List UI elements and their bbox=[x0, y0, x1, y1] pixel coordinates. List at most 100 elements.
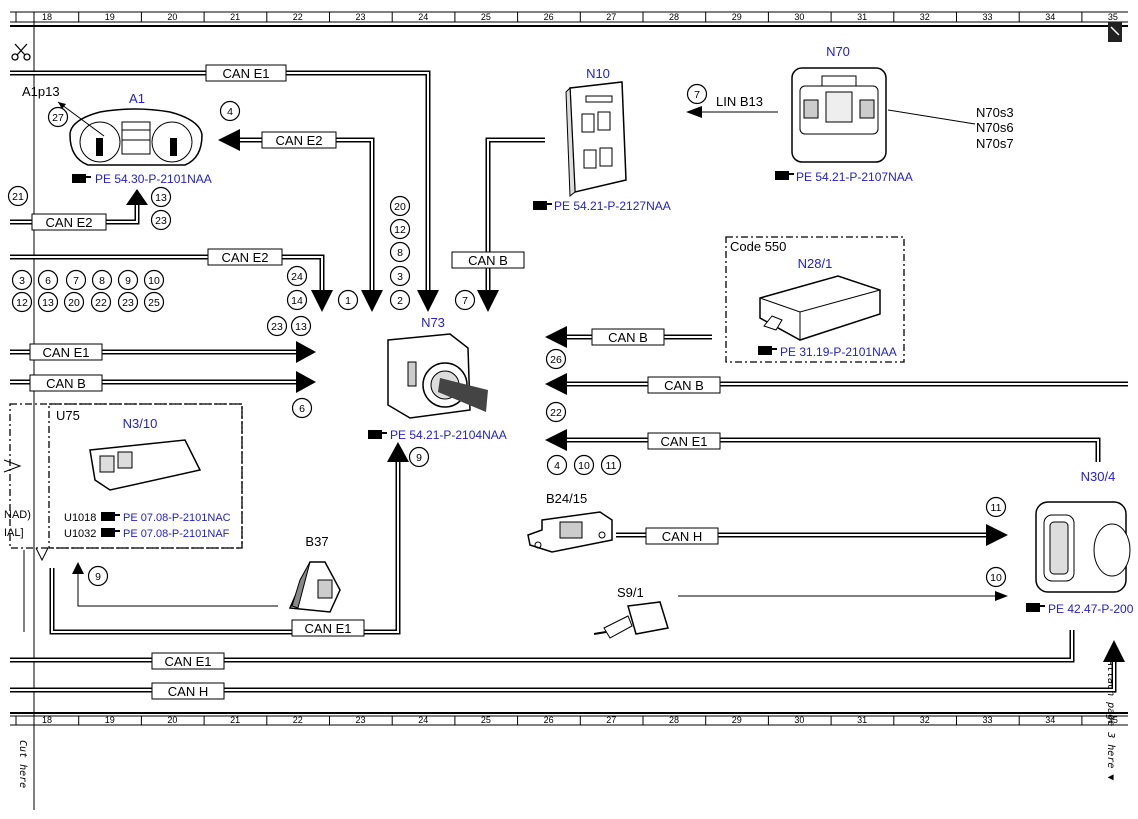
callout-circle bbox=[291, 397, 313, 419]
bus-label-can-b-n10: CAN B bbox=[468, 253, 508, 268]
ruler-column-label: 21 bbox=[230, 12, 240, 22]
ruler-column-label: 35 bbox=[1108, 715, 1118, 725]
ref-hand-icon bbox=[368, 430, 387, 439]
n30-4-ref: PE 42.47-P-200 bbox=[1048, 602, 1134, 616]
ruler-column-label: 26 bbox=[544, 715, 554, 725]
callout-circle bbox=[117, 291, 139, 313]
a1-ref: PE 54.30-P-2101NAA bbox=[95, 172, 212, 186]
callout-circle bbox=[389, 265, 411, 287]
callout-number: 23 bbox=[122, 297, 134, 309]
callout-circle bbox=[545, 348, 567, 370]
bus-label-can-h-b24: CAN H bbox=[662, 529, 702, 544]
cut-here-label: Cut here bbox=[17, 740, 28, 788]
callout-number: 6 bbox=[299, 403, 305, 415]
ref-hand-icon bbox=[758, 346, 777, 355]
bus-label-can-b-n28: CAN B bbox=[608, 330, 648, 345]
ruler-column-label: 20 bbox=[167, 715, 177, 725]
callout-number: 4 bbox=[554, 460, 560, 472]
bus-label-can-e2-c: CAN E2 bbox=[222, 250, 269, 265]
ruler-column-label: 33 bbox=[982, 12, 992, 22]
ruler-column-label: 23 bbox=[355, 12, 365, 22]
callout-circle bbox=[389, 289, 411, 311]
callout-circle bbox=[266, 315, 288, 337]
s9-1-switch bbox=[593, 601, 669, 639]
callout-number: 22 bbox=[550, 407, 562, 419]
ref-hand-icon bbox=[101, 512, 120, 521]
u75-cut-left-2: IAL] bbox=[4, 527, 24, 539]
callout-number: 6 bbox=[45, 275, 51, 287]
callout-number: 9 bbox=[95, 571, 101, 583]
callout-number: 3 bbox=[19, 275, 25, 287]
a1-instrument-cluster bbox=[69, 108, 203, 166]
callout-circle bbox=[150, 186, 172, 208]
bus-label-can-e1-top: CAN E1 bbox=[223, 66, 270, 81]
a1p13-label: A1p13 bbox=[22, 84, 60, 99]
n70s3-label: N70s3 bbox=[976, 105, 1014, 120]
ruler-column-label: 25 bbox=[481, 12, 491, 22]
ruler-column-label: 27 bbox=[606, 12, 616, 22]
ref-hand-icon bbox=[775, 171, 794, 180]
bus-label-can-e1-mid: CAN E1 bbox=[43, 345, 90, 360]
callout-circle bbox=[7, 185, 29, 207]
ruler-column-label: 24 bbox=[418, 12, 428, 22]
ruler-column-label: 21 bbox=[230, 715, 240, 725]
callout-circle bbox=[389, 195, 411, 217]
bus-label-can-e1-right: CAN E1 bbox=[661, 434, 708, 449]
ruler-column-label: 33 bbox=[982, 715, 992, 725]
callout-number: 7 bbox=[694, 89, 700, 101]
callout-circle bbox=[90, 291, 112, 313]
n10-ref: PE 54.21-P-2127NAA bbox=[554, 199, 671, 213]
n70-overhead-module bbox=[791, 67, 887, 163]
callout-number: 24 bbox=[291, 271, 303, 283]
n70-ref: PE 54.21-P-2107NAA bbox=[796, 170, 913, 184]
callout-number: 7 bbox=[462, 295, 468, 307]
callout-number: 25 bbox=[148, 297, 160, 309]
u75-row1-ref: PE 07.08-P-2101NAC bbox=[123, 512, 231, 524]
callout-circle bbox=[143, 291, 165, 313]
bus-label-can-b-left: CAN B bbox=[46, 376, 86, 391]
ruler-column-label: 29 bbox=[732, 12, 742, 22]
ruler-column-label: 25 bbox=[481, 715, 491, 725]
n3-10-ecu bbox=[89, 439, 202, 491]
callout-number: 22 bbox=[95, 297, 107, 309]
callout-number: 10 bbox=[990, 572, 1002, 584]
n70-label: N70 bbox=[826, 44, 850, 59]
ruler-column-label: 23 bbox=[355, 715, 365, 725]
callout-number: 10 bbox=[578, 460, 590, 472]
n30-4-label: N30/4 bbox=[1081, 469, 1116, 484]
ruler-column-label: 26 bbox=[544, 12, 554, 22]
callout-number: 23 bbox=[271, 321, 283, 333]
callout-circle bbox=[545, 401, 567, 423]
n73-ignition-switch bbox=[387, 333, 488, 419]
n70s6-label: N70s6 bbox=[976, 120, 1014, 135]
n28-1-label: N28/1 bbox=[798, 256, 833, 271]
callout-number: 20 bbox=[68, 297, 80, 309]
n3-10-label: N3/10 bbox=[123, 416, 158, 431]
ref-hand-icon bbox=[101, 528, 120, 537]
callout-number: 14 bbox=[291, 295, 303, 307]
ruler-column-label: 27 bbox=[606, 715, 616, 725]
callout-circle bbox=[11, 269, 33, 291]
callout-circle bbox=[91, 269, 113, 291]
attach-here-label: Attach page 3 here ▼ bbox=[1105, 659, 1116, 780]
n30-4-abs-unit bbox=[1035, 501, 1131, 593]
ruler-column-label: 30 bbox=[794, 715, 804, 725]
callout-circle bbox=[286, 289, 308, 311]
callout-number: 3 bbox=[397, 271, 403, 283]
page-corner-icon bbox=[1108, 22, 1122, 42]
bus-label-can-e1-b37: CAN E1 bbox=[305, 621, 352, 636]
callout-number: 11 bbox=[606, 460, 617, 472]
bus-label-lin-b13: LIN B13 bbox=[716, 94, 763, 109]
callout-circle bbox=[454, 289, 476, 311]
n10-label: N10 bbox=[586, 66, 610, 81]
callout-number: 4 bbox=[227, 106, 233, 118]
callout-number: 8 bbox=[99, 275, 105, 287]
b37-pedal-sensor bbox=[288, 561, 341, 613]
callout-number: 26 bbox=[550, 354, 562, 366]
callout-number: 13 bbox=[155, 192, 167, 204]
callout-circle bbox=[219, 100, 241, 122]
callout-number: 1 bbox=[345, 295, 351, 307]
callout-circle bbox=[143, 269, 165, 291]
